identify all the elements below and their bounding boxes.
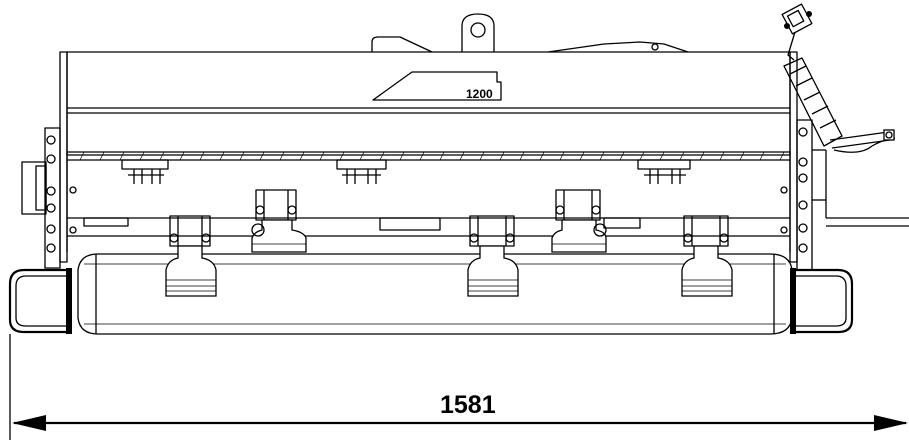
right-skid [790, 268, 854, 334]
bracket-right [637, 159, 691, 184]
width-plate: 1200 [372, 71, 502, 101]
arrowhead-left [12, 415, 46, 431]
section-hatching [79, 151, 785, 161]
hammer-left [165, 215, 217, 297]
hydraulic-motor [783, 57, 843, 147]
hood-top-profile [371, 36, 689, 53]
side-drive-frame [812, 149, 909, 227]
hammer-upper-right [551, 189, 607, 253]
hydraulic-hoses [829, 129, 896, 153]
hydraulic-valve [781, 3, 813, 61]
flail-hammers [83, 189, 733, 297]
left-bolts [46, 135, 77, 253]
dimension-value: 1581 [440, 391, 496, 419]
arrowhead-right [874, 415, 908, 431]
bracket-center [336, 159, 387, 184]
width-label: 1200 [466, 87, 493, 101]
hammer-right [681, 215, 733, 297]
hammer-upper-left [251, 189, 307, 253]
main-housing [66, 51, 791, 161]
right-side-plate [780, 3, 909, 271]
left-skid [8, 268, 72, 334]
width-dimension: 1581 [9, 334, 908, 440]
hammer-center [467, 215, 519, 297]
rotor-pads [83, 217, 641, 231]
rotor-drum [77, 253, 793, 335]
right-bolts [780, 127, 808, 253]
left-side-plate [21, 51, 77, 269]
lower-frame [66, 160, 791, 252]
bracket-left [121, 159, 169, 184]
housing-brackets [121, 159, 691, 184]
lifting-eye [461, 13, 495, 52]
